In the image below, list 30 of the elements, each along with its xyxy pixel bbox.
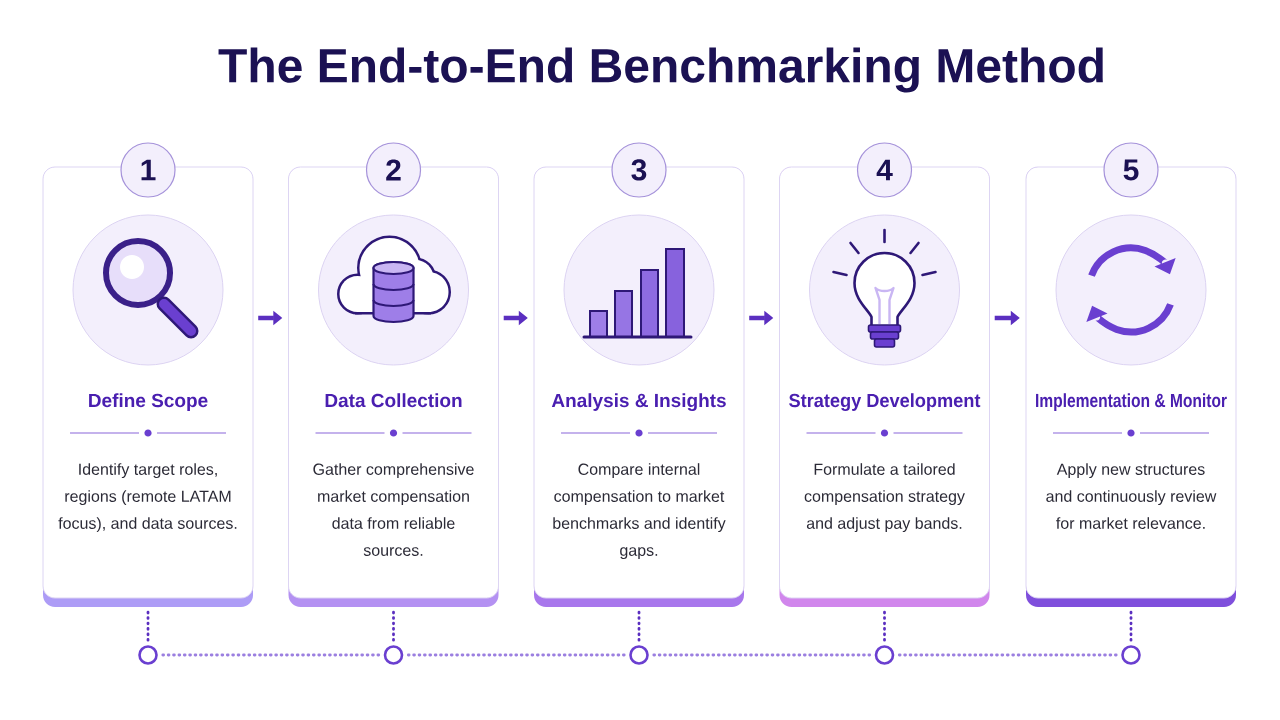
number-badge: 3 <box>611 142 667 198</box>
dotted-line <box>897 653 1118 657</box>
number-badge: 2 <box>365 142 422 198</box>
step-description: Compare internal compensation to market benchmarks and identify gaps. <box>553 463 726 560</box>
step-description: Formulate a tailored compensation strategy and adjust pay bands. <box>804 463 965 533</box>
dotted-line <box>406 653 626 657</box>
diagram-title: The End-to-End Benchmarking Method <box>218 47 1103 93</box>
dotted-line <box>652 653 872 657</box>
number-badge: 5 <box>1103 142 1159 198</box>
step-title: Data Collection <box>325 393 462 408</box>
timeline-dot <box>1121 645 1141 665</box>
number-badge: 4 <box>856 142 913 198</box>
timeline-dot <box>629 645 649 665</box>
step-title: Define Scope <box>89 393 208 411</box>
step-title: Implementation & Monitor <box>1036 393 1227 411</box>
dotted-line <box>1129 610 1133 642</box>
step-description: Apply new structures and continuously review for market relevance. <box>1046 463 1217 529</box>
step-description: Gather comprehensive market compensation data from reliable sources. <box>313 463 474 556</box>
timeline-dot <box>138 645 158 665</box>
timeline-dot <box>874 645 895 665</box>
step-title: Strategy Development <box>789 393 981 411</box>
timeline-dot <box>383 645 404 665</box>
dotted-line <box>161 653 381 657</box>
dotted-line <box>392 610 395 642</box>
step-description: Identify target roles, regions (remote LATAM focus), and data sources. <box>58 463 237 533</box>
dotted-line <box>637 610 641 642</box>
step-title: Analysis & Insights <box>551 393 726 411</box>
dotted-line <box>883 610 886 642</box>
number-badge: 1 <box>120 142 176 198</box>
dotted-line <box>146 610 150 642</box>
